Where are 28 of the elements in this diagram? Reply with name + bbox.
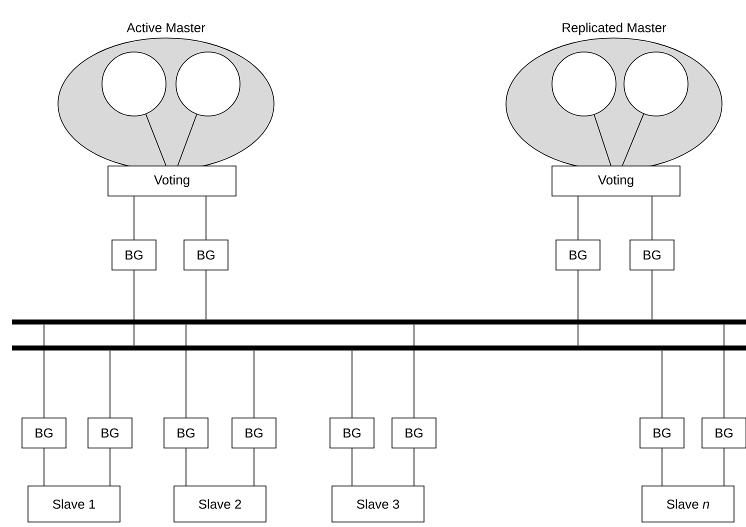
bg-box: BG (112, 240, 156, 270)
bg-box: BG (392, 418, 436, 448)
slave-box: Slave 1 (28, 486, 120, 522)
slave-box: Slave 3 (332, 486, 424, 522)
circle (176, 52, 240, 116)
slave-box: Slave 2 (174, 486, 266, 522)
connector-line (622, 114, 644, 166)
bg-box: BG (556, 240, 600, 270)
voting-box: Voting (108, 166, 236, 196)
connector-line (594, 114, 612, 166)
bg-box: BG (88, 418, 132, 448)
slave-box: Slave n (642, 486, 734, 522)
node-label: Replicated Master (562, 22, 666, 35)
bg-box: BG (640, 418, 684, 448)
bg-box: BG (330, 418, 374, 448)
circle (624, 52, 688, 116)
connector-line (145, 114, 166, 166)
bg-box: BG (184, 240, 228, 270)
bg-box: BG (164, 418, 208, 448)
voting-box: Voting (552, 166, 680, 196)
circle (552, 52, 616, 116)
bg-box: BG (630, 240, 674, 270)
circle (102, 52, 166, 116)
bg-box: BG (22, 418, 66, 448)
node-label: Active Master (126, 22, 206, 32)
bg-box: BG (232, 418, 276, 448)
connector-line (177, 114, 198, 166)
bg-box: BG (702, 418, 746, 448)
